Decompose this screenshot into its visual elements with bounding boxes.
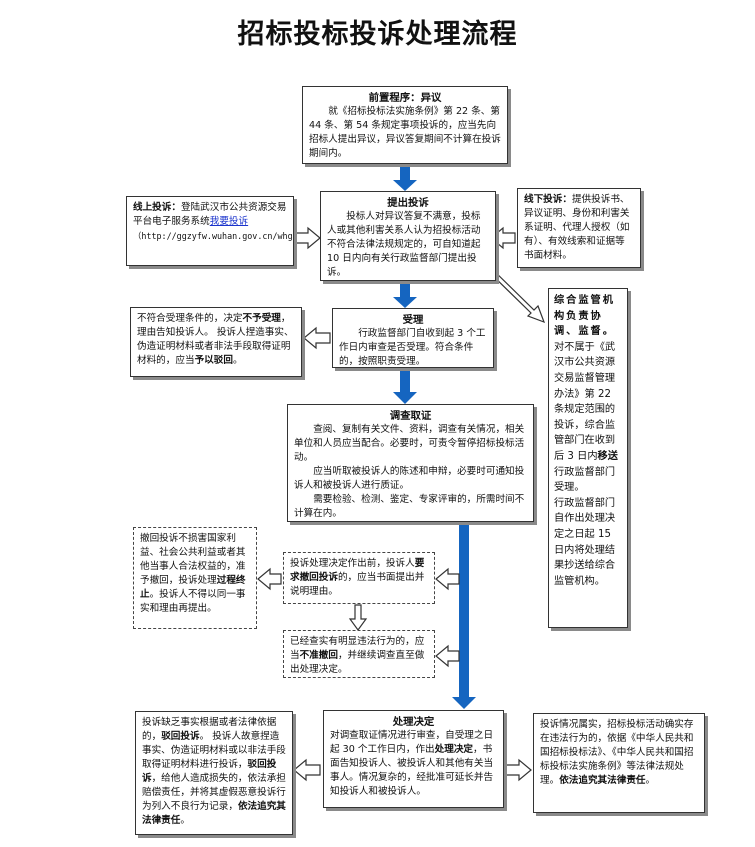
dismiss-bold-2: 驳回投诉 <box>142 759 277 784</box>
withdraw-request-box: 投诉处理决定作出前，投诉人要求撤回投诉的，应当书面提出并说明理由。 <box>283 552 435 604</box>
pre-procedure-text: 就《招标投标法实施条例》第 22 条、第 44 条、第 54 条规定事项投诉的，… <box>309 106 501 159</box>
arrow-offline-to-file <box>490 226 516 250</box>
investigation-text-1: 查阅、复制有关文件、资料，调查有关情况，相关单位和人员应当配合。必要时，可责令暂… <box>294 424 525 463</box>
comprehensive-heading: 综合监管机构负责协调、监督。 <box>554 295 615 338</box>
arrow-file-to-accept <box>393 280 417 308</box>
investigation-box: 调查取证 查阅、复制有关文件、资料，调查有关情况，相关单位和人员应当配合。必要时… <box>287 404 534 522</box>
investigation-heading: 调查取证 <box>389 410 432 422</box>
accept-heading: 受理 <box>402 314 424 326</box>
decision-box: 处理决定 对调查取证情况进行审查，自受理之日起 30 个工作日内，作出处理决定，… <box>323 710 504 808</box>
dismiss-bold-1: 驳回投诉 <box>161 731 200 742</box>
file-complaint-text: 投标人对异议答复不满意，投标人或其他利害关系人认为招投标活动不符合法律法规规定的… <box>327 211 481 278</box>
pre-procedure-box: 前置程序：异议 就《招标投标法实施条例》第 22 条、第 44 条、第 54 条… <box>302 86 508 164</box>
withdraw-terminate-text-2: 。投诉人不得以同一事实和理由再提出。 <box>140 589 246 614</box>
withdraw-request-text-1: 投诉处理决定作出前，投诉人 <box>290 558 415 569</box>
reject-bold-1: 不予受理 <box>242 313 281 324</box>
no-withdraw-box: 已经查实有明显违法行为的，应当不准撤回，并继续调查直至做出处理决定。 <box>283 630 435 678</box>
withdraw-terminate-bold: 过程终止 <box>140 575 246 600</box>
investigation-text-3: 需要检验、检测、鉴定、专家评审的，所需时间不计算在内。 <box>294 494 525 519</box>
reject-text-3: 投诉人捏造事实、伪造证明材料或者非法手段取得证明材料的，应当 <box>137 327 294 366</box>
arrow-online-to-file <box>291 226 321 250</box>
reject-text-1: 不符合受理条件的，决定 <box>137 313 243 324</box>
withdraw-request-bold: 要求撤回投诉 <box>290 558 425 583</box>
arrow-withdraw-to-left <box>257 567 282 591</box>
arrow-investigate-to-decision <box>452 522 476 709</box>
comprehensive-text-3: 行政监督部门自作出处理决定之日起 15 日内将处理结果抄送给综合监管机构。 <box>554 497 616 587</box>
dismiss-text-2: 。 <box>199 731 210 742</box>
comprehensive-supervision-box: 综合监管机构负责协调、监督。 对不属于《武汉市公共资源交易监督管理办法》第 22… <box>548 288 628 628</box>
online-complaint-url: （http://ggzyfw.wuhan.gov.cn/whggzy/tsjg/… <box>133 231 293 241</box>
reject-bold-2: 予以驳回 <box>194 355 233 366</box>
online-complaint-box: 线上投诉：登陆武汉市公共资源交易平台电子服务系统我要投诉 （http://ggz… <box>126 196 294 266</box>
decision-bold: 处理决定 <box>434 744 474 755</box>
reject-box: 不符合受理条件的，决定不予受理，理由告知投诉人。 投诉人捏造事实、伪造证明材料或… <box>130 307 302 377</box>
no-withdraw-text-2: ，并继续调查直至做出处理决定。 <box>290 650 425 675</box>
accept-box: 受理 行政监督部门自收到起 3 个工作日内审查是否受理。符合条件的，按照职责受理… <box>332 308 494 368</box>
pre-procedure-heading: 前置程序：异议 <box>368 92 442 104</box>
offline-complaint-box: 线下投诉：提供投诉书、异议证明、身份和利害关系证明、代理人授权（如有）、有效线索… <box>517 188 641 268</box>
offline-complaint-label: 线下投诉： <box>524 194 572 205</box>
violation-box: 投诉情况属实，招标投标活动确实存在违法行为的，依据《中华人民共和国招标投标法》、… <box>533 713 705 813</box>
violation-text-2: 。 <box>645 775 656 786</box>
arrow-main-to-withdraw <box>435 567 460 591</box>
no-withdraw-text-1: 已经查实有明显违法行为的，应当 <box>290 636 425 661</box>
online-complaint-label: 线上投诉： <box>133 202 181 213</box>
online-complaint-link[interactable]: 我要投诉 <box>209 216 249 227</box>
file-complaint-box: 提出投诉 投标人对异议答复不满意，投标人或其他利害关系人认为招投标活动不符合法律… <box>320 191 496 281</box>
decision-text-2: ，书面告知投诉人、被投诉人和其他有关当事人。情况复杂的，经批准可延长并告知投诉人… <box>330 744 494 797</box>
dismiss-bold-3: 依法追究其法律责任 <box>142 801 286 826</box>
arrow-main-to-nowithdraw <box>435 644 460 668</box>
withdraw-terminate-text-1: 撤回投诉不损害国家利益、社会公共利益或者其他当事人合法权益的，准予撤回，投诉处理 <box>140 533 246 586</box>
decision-heading: 处理决定 <box>392 716 435 728</box>
reject-text-2: ，理由告知投诉人。 <box>137 313 291 338</box>
comprehensive-bold: 移送 <box>597 450 618 462</box>
arrow-decision-to-dismiss <box>293 758 321 782</box>
arrow-pre-to-file <box>393 165 417 191</box>
withdraw-request-text-2: 的，应当书面提出并说明理由。 <box>290 572 425 597</box>
dismiss-box: 投诉缺乏事实根据或者法律依据的，驳回投诉。 投诉人故意捏造事实、伪造证明材料或以… <box>135 711 293 835</box>
arrow-decision-to-violation <box>504 758 532 782</box>
accept-text: 行政监督部门自收到起 3 个工作日内审查是否受理。符合条件的，按照职责受理。 <box>339 328 486 367</box>
offline-complaint-text: 提供投诉书、异议证明、身份和利害关系证明、代理人授权（如有）、有效线索和证据等书… <box>524 194 630 261</box>
dismiss-text-3: 投诉人故意捏造事实、伪造证明材料或以非法手段取得证明材料进行投诉， <box>142 731 286 770</box>
file-complaint-heading: 提出投诉 <box>387 197 429 209</box>
violation-text-1: 投诉情况属实，招标投标活动确实存在违法行为的，依据《中华人民共和国招标投标法》、… <box>540 719 694 786</box>
reject-text-4: 。 <box>232 355 243 366</box>
decision-text-1: 对调查取证情况进行审查，自受理之日起 30 个工作日内，作出 <box>330 730 494 755</box>
arrow-withdraw-to-nowithdraw <box>348 604 368 632</box>
comprehensive-text-1: 对不属于《武汉市公共资源交易监督管理办法》第 22 条规定范围的投诉，综合监管部… <box>554 341 616 462</box>
online-complaint-text: 登陆武汉市公共资源交易平台电子服务系统 <box>133 202 287 227</box>
dismiss-text-1: 投诉缺乏事实根据或者法律依据的， <box>142 717 277 742</box>
comprehensive-text-2: 行政监督部门受理。 <box>554 466 616 494</box>
investigation-text-2: 应当听取被投诉人的陈述和申辩，必要时可通知投诉人和被投诉人进行质证。 <box>294 466 525 491</box>
violation-bold: 依法追究其法律责任 <box>559 775 646 786</box>
dismiss-text-4: ，给他人造成损失的，依法承担赔偿责任，并将其虚假恶意投诉行为列入不良行为记录， <box>142 773 286 812</box>
withdraw-terminate-box: 撤回投诉不损害国家利益、社会公共利益或者其他当事人合法权益的，准予撤回，投诉处理… <box>133 527 257 629</box>
no-withdraw-bold: 不准撤回 <box>299 650 338 661</box>
page-title: 招标投标投诉处理流程 <box>237 19 518 50</box>
arrow-accept-to-investigate <box>393 368 417 404</box>
dismiss-text-5: 。 <box>180 815 190 826</box>
arrow-accept-to-reject <box>303 326 331 350</box>
